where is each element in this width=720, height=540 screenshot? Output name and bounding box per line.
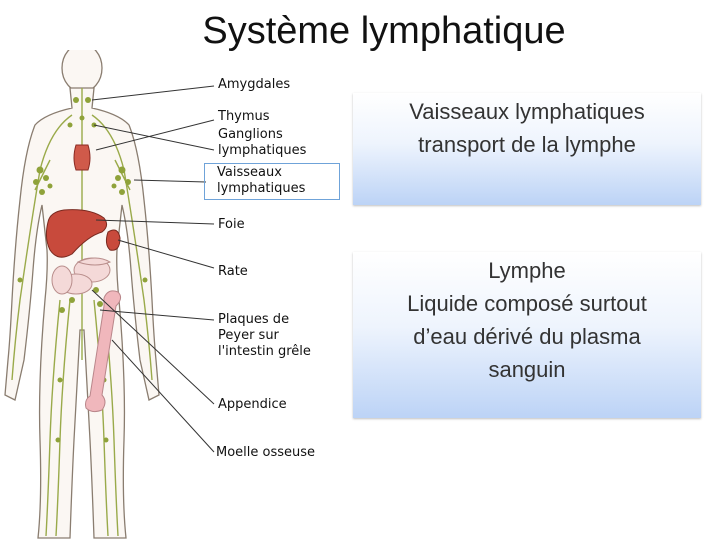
lymph-text-line-2: d’eau dérivé du plasma bbox=[413, 324, 641, 349]
label-plaques-2: Peyer sur bbox=[218, 328, 279, 343]
bone-marrow-bone bbox=[85, 290, 122, 413]
label-rate: Rate bbox=[218, 264, 248, 279]
vessels-info-box: Vaisseaux lymphatiques transport de la l… bbox=[353, 93, 701, 205]
lymph-info-box: Lymphe Liquide composé surtout d’eau dér… bbox=[353, 252, 701, 418]
label-vaisseaux-box: Vaisseaux lymphatiques bbox=[204, 163, 340, 200]
label-ganglions-2: lymphatiques bbox=[218, 143, 307, 158]
label-appendice: Appendice bbox=[218, 397, 287, 412]
lymph-nodes bbox=[17, 97, 148, 443]
thymus-organ bbox=[73, 144, 91, 171]
lymphatic-system-illustration bbox=[4, 50, 215, 539]
intestine-illustration bbox=[51, 257, 112, 295]
spleen-organ bbox=[105, 229, 121, 251]
label-thymus: Thymus bbox=[218, 109, 270, 124]
lymph-text-line-1: Liquide composé surtout bbox=[407, 291, 647, 316]
label-vaisseaux-1: Vaisseaux bbox=[217, 165, 282, 180]
liver-organ bbox=[45, 209, 108, 258]
page-title: Système lymphatique bbox=[202, 10, 566, 52]
label-foie: Foie bbox=[218, 217, 245, 232]
label-moelle: Moelle osseuse bbox=[216, 445, 316, 460]
label-plaques-3: l'intestin grêle bbox=[218, 344, 311, 359]
label-amygdales: Amygdales bbox=[218, 77, 291, 92]
vessels-heading: Vaisseaux lymphatiques bbox=[409, 99, 645, 124]
label-plaques-1: Plaques de bbox=[218, 312, 290, 327]
label-ganglions-1: Ganglions bbox=[218, 127, 283, 142]
vessels-text: transport de la lymphe bbox=[418, 132, 636, 157]
lymph-heading: Lymphe bbox=[488, 258, 566, 283]
leader-lines bbox=[91, 85, 215, 453]
lymph-text-line-3: sanguin bbox=[488, 357, 566, 382]
label-vaisseaux-2: lymphatiques bbox=[217, 181, 306, 196]
